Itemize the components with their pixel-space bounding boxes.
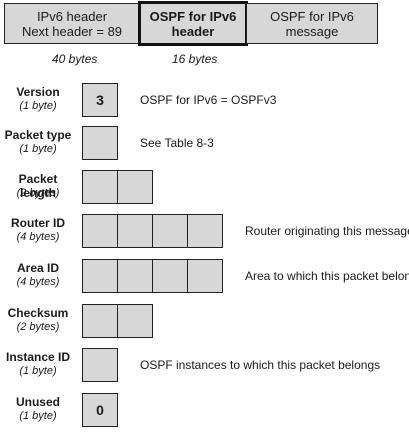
packet-length-byte-cell: [117, 170, 153, 204]
router-id-byte-cell: [187, 214, 223, 248]
instance-id-byte-cell: [82, 348, 118, 382]
packet-type-label: Packet type: [4, 128, 72, 142]
ipv6-header-size: 40 bytes: [52, 52, 98, 66]
version-byte-cell: 3: [82, 83, 118, 117]
checksum-size: (2 bytes): [16, 321, 60, 333]
ipv6-header-box: IPv6 header Next header = 89: [4, 3, 140, 44]
area-id-byte-cell: [117, 259, 153, 293]
router-id-label: Router ID: [11, 216, 65, 230]
area-id-description: Area to which this packet belongs: [245, 269, 409, 283]
instance-id-description: OSPF instances to which this packet belo…: [140, 358, 381, 372]
packet-length-size: (2 bytes): [16, 187, 60, 199]
router-id-byte-cell: [152, 214, 188, 248]
area-id-byte-cell: [152, 259, 188, 293]
version-label: Version: [16, 85, 60, 99]
packet-length-label: Packet length: [18, 172, 58, 200]
ospf-header-line1: OSPF for IPv6: [149, 8, 237, 24]
unused-byte-cell: 0: [82, 393, 118, 427]
ospf-message-line1: OSPF for IPv6: [270, 8, 354, 24]
router-id-description: Router originating this message: [245, 224, 409, 238]
checksum-byte-cell: [82, 304, 118, 338]
router-id-byte-cell: [117, 214, 153, 248]
packet-type-size: (1 byte): [19, 143, 57, 155]
instance-id-size: (1 byte): [19, 365, 57, 377]
ipv6-header-line2: Next header = 89: [21, 23, 123, 39]
version-size: (1 byte): [19, 100, 57, 112]
router-id-byte-cell: [82, 214, 118, 248]
ospf-ipv6-message-box: OSPF for IPv6 message: [246, 3, 378, 44]
checksum-label: Checksum: [7, 306, 69, 320]
area-id-byte-cell: [82, 259, 118, 293]
checksum-byte-cell: [117, 304, 153, 338]
packet-type-description: See Table 8-3: [140, 136, 214, 150]
ospf-message-line2: message: [285, 23, 339, 39]
packet-length-byte-cell: [82, 170, 118, 204]
ospf-header-line2: header: [171, 23, 215, 39]
packet-type-byte-cell: [82, 126, 118, 160]
area-id-size: (4 bytes): [16, 276, 60, 288]
ospf-ipv6-header-box: OSPF for IPv6 header: [138, 1, 248, 46]
version-description: OSPF for IPv6 = OSPFv3: [140, 93, 277, 107]
router-id-size: (4 bytes): [16, 231, 60, 243]
instance-id-label: Instance ID: [5, 350, 71, 364]
ipv6-header-line1: IPv6 header: [36, 8, 108, 24]
unused-size: (1 byte): [19, 410, 57, 422]
area-id-byte-cell: [187, 259, 223, 293]
area-id-label: Area ID: [16, 261, 60, 275]
ospf-header-size: 16 bytes: [172, 52, 218, 66]
unused-label: Unused: [15, 395, 60, 409]
